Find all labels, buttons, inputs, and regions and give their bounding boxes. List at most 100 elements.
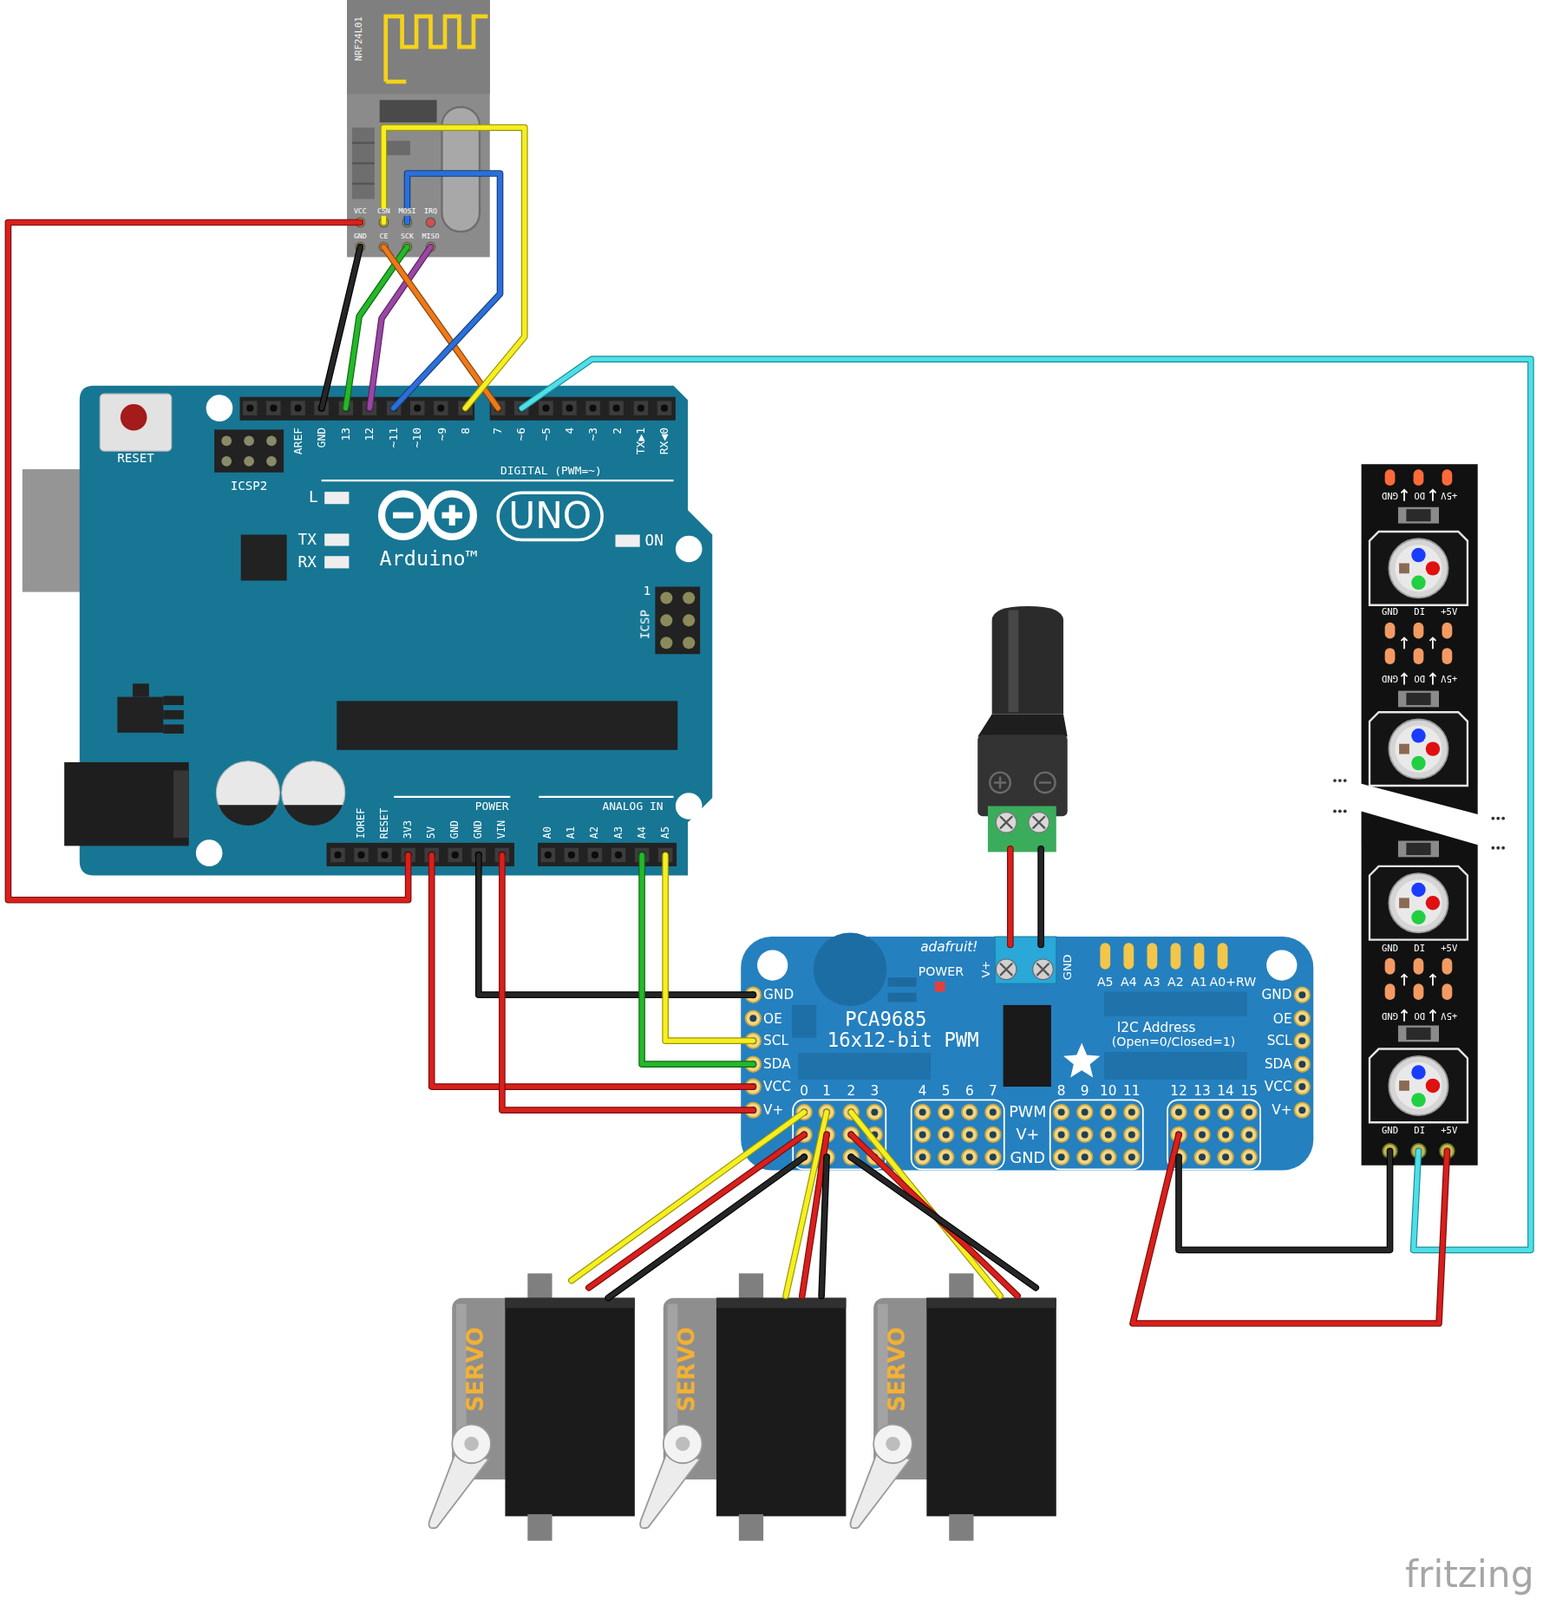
pca9685-board <box>995 959 1017 981</box>
pca9685-board <box>1003 1005 1052 1087</box>
arduino-uno-board <box>538 796 674 798</box>
note-label: (Open=0/Closed=1) <box>1111 1035 1236 1048</box>
wire-core <box>383 247 498 409</box>
wire <box>665 855 753 1041</box>
pca9685-board <box>1146 942 1158 970</box>
nrf24l01-module <box>352 142 375 144</box>
arduino-uno-board <box>173 770 190 838</box>
led-strip <box>1385 622 1453 640</box>
pin-label: VCC <box>763 1079 792 1093</box>
led-strip <box>1496 817 1500 821</box>
dc-barrel-jack <box>992 606 1064 715</box>
led-strip <box>1496 846 1500 850</box>
led-strip <box>1385 469 1453 486</box>
component-name: PCA9685 <box>844 1009 927 1029</box>
arduino-uno-board <box>608 400 623 415</box>
arduino-uno-board <box>266 435 277 446</box>
led-strip <box>1400 1010 1407 1022</box>
pca9685-board <box>1266 949 1297 981</box>
dc-barrel-jack <box>977 606 1068 853</box>
led-strip <box>1338 778 1342 783</box>
wire-outline <box>665 855 753 1041</box>
led-strip <box>1369 712 1468 786</box>
pca9685-board <box>994 936 1057 984</box>
wire-core <box>431 855 754 1087</box>
pad-label: +5V <box>1440 490 1458 500</box>
brand-label: adafruit! <box>920 940 978 954</box>
pin-label: A3 <box>613 826 624 839</box>
watermark: fritzing <box>1405 1556 1534 1593</box>
header-label: ICSP2 <box>230 479 269 492</box>
pca9685-board <box>888 993 917 1003</box>
pin-label: OE <box>1273 1012 1293 1026</box>
pin-label: GND <box>450 820 461 839</box>
pad-label: DO <box>1413 490 1426 500</box>
nrf24l01-module <box>352 183 375 185</box>
pca9685-board <box>813 932 888 1007</box>
led-strip <box>1369 531 1468 606</box>
pin-label: MISO <box>420 233 440 241</box>
arduino-uno-board <box>241 535 288 582</box>
wire-core <box>571 1111 805 1281</box>
pad-label: +5V <box>1440 673 1458 684</box>
pin-label: GND <box>1261 988 1292 1002</box>
pad-label: +5V <box>1440 1010 1458 1020</box>
header-label: DIGITAL (PWM=~) <box>500 464 602 477</box>
led-label: POWER <box>918 965 964 978</box>
dc-barrel-jack <box>1039 781 1052 784</box>
pca9685-board <box>915 1104 931 1165</box>
pca9685-board <box>1104 1052 1248 1080</box>
wire-core <box>522 359 1531 1250</box>
arduino-uno-board <box>321 479 674 482</box>
radio-module: NRF24L01 <box>346 0 491 258</box>
pca9685-board <box>1053 1104 1070 1165</box>
nrf24l01-module <box>385 16 489 82</box>
arduino-uno-board <box>660 614 673 627</box>
wire <box>802 1134 827 1296</box>
arduino-uno-board <box>196 839 223 867</box>
pca9685-board <box>1217 1104 1234 1165</box>
pca9685-board <box>757 949 788 981</box>
arduino-uno-board <box>22 385 713 877</box>
led-strip <box>1490 846 1495 850</box>
pca9685-board <box>1033 959 1054 981</box>
arduino-uno-board <box>682 614 695 627</box>
wire-outline <box>1178 1150 1391 1250</box>
arduino-uno-board <box>79 385 713 877</box>
arduino-uno-board <box>117 697 164 733</box>
pin-label: SCL <box>1267 1033 1293 1047</box>
wire <box>850 1157 1036 1289</box>
pad-label: GND <box>1381 673 1399 684</box>
wire-outline <box>478 855 754 995</box>
pca9685-board <box>1294 1056 1311 1073</box>
arduino-uno-board <box>218 804 278 826</box>
wire-core <box>641 855 753 1065</box>
arduino-uno-board <box>206 394 234 422</box>
pca9685-board <box>1294 1033 1311 1049</box>
wire <box>383 247 498 409</box>
pin-label: V+ <box>763 1103 784 1117</box>
wire-outline <box>588 1134 805 1288</box>
channel-number: 4 <box>918 1084 928 1098</box>
arduino-uno-board <box>290 400 305 415</box>
pin-label: GND <box>473 820 484 839</box>
led-strip <box>1501 817 1505 821</box>
led-label: TX <box>298 532 317 549</box>
pin-label: RESET <box>379 808 391 839</box>
arduino-uno-board <box>611 848 626 863</box>
header-label: POWER <box>475 800 510 812</box>
arduino-uno-board <box>392 512 414 519</box>
led-strip <box>1400 974 1407 987</box>
wire <box>641 855 753 1065</box>
led-label: L <box>308 490 319 506</box>
arduino-uno-board <box>377 848 392 863</box>
servo-drawings <box>640 1273 846 1541</box>
pin-label: SCL <box>763 1033 789 1047</box>
arduino-uno-board <box>132 683 150 697</box>
arduino-uno-board <box>654 587 700 655</box>
led-strip <box>1338 810 1342 814</box>
pin-label: CSN <box>376 209 392 216</box>
led-strip <box>1385 958 1453 975</box>
wire-core <box>665 855 753 1041</box>
component-name: +5V <box>1440 1125 1458 1136</box>
